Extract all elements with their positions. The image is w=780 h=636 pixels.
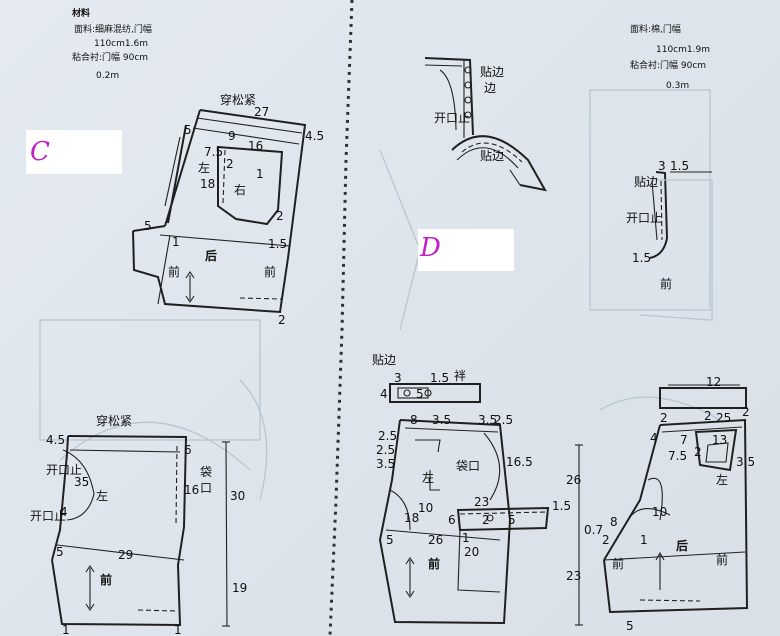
panel-c-top-lines: [132, 109, 307, 314]
badge-d-box: [418, 229, 514, 271]
badge-c-box: [26, 130, 122, 174]
panel-d-bottom-lines: [379, 383, 583, 626]
panel-e-lines: [603, 384, 749, 614]
center-divider: [328, 0, 354, 636]
panel-d-top-lines: [424, 57, 713, 321]
panel-c-bottom-lines: [51, 435, 230, 627]
background-ghost-lines: [39, 89, 721, 501]
